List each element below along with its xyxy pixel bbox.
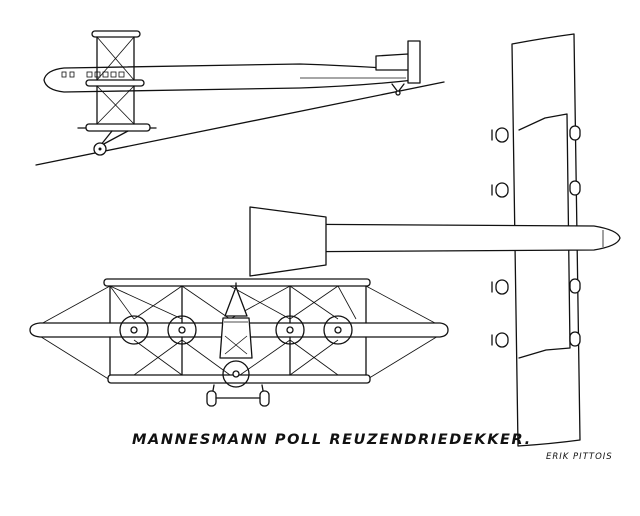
- side-upper-wing: [91, 30, 141, 38]
- plan-engine-nacelles: [491, 125, 581, 348]
- front-lower-wing: [107, 374, 371, 384]
- front-view: [29, 278, 449, 407]
- front-propellers: [119, 315, 353, 388]
- front-landing-gear: [206, 384, 270, 407]
- side-struts: [77, 36, 157, 129]
- artist-signature: ERIK PITTOIS: [546, 452, 613, 462]
- front-upper-wing: [103, 278, 371, 287]
- drawing-title: MANNESMANN POLL REUZENDRIEDEKKER.: [132, 432, 532, 448]
- plan-fuselage: [257, 223, 621, 253]
- side-tail: [375, 40, 421, 96]
- front-fuselage: [219, 282, 253, 359]
- plan-view: [249, 33, 621, 447]
- plan-tailplane: [249, 206, 327, 277]
- side-middle-wing: [85, 79, 145, 87]
- side-lower-wing: [85, 123, 151, 132]
- side-landing-gear: [93, 130, 129, 156]
- front-struts: [109, 285, 367, 376]
- side-view: [35, 30, 445, 166]
